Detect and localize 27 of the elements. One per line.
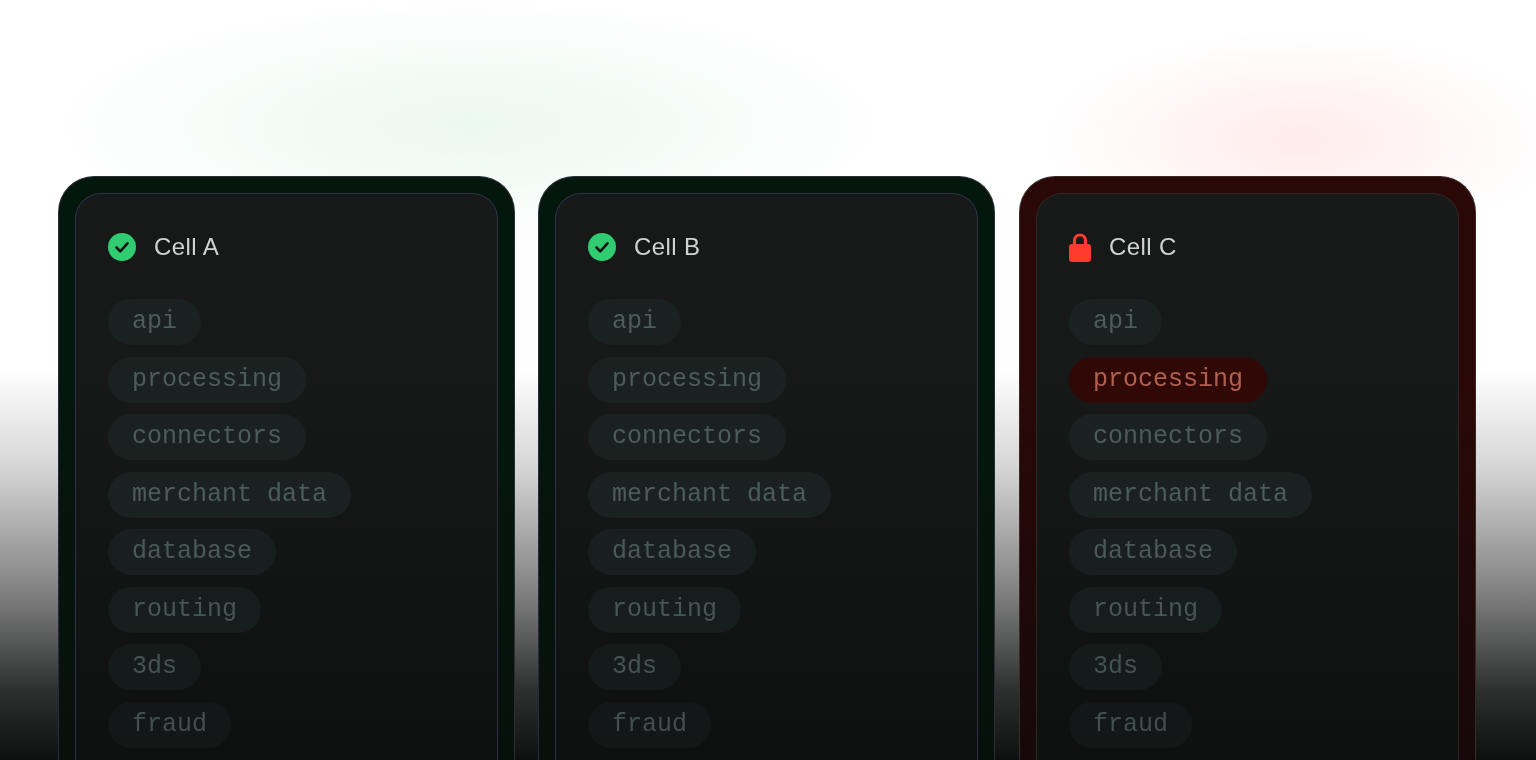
card-title: Cell B: [634, 232, 701, 261]
tag-chip: processing: [588, 356, 787, 403]
tag-chip: fraud: [108, 701, 231, 748]
tag-chip: routing: [1069, 586, 1223, 633]
tag-chip: merchant data: [108, 471, 352, 518]
tag-chip: fraud: [1069, 701, 1192, 748]
tag-chip: routing: [588, 586, 742, 633]
tag-chip: database: [1069, 529, 1238, 575]
tag-chip: connectors: [1069, 414, 1268, 460]
tag-chip: connectors: [588, 414, 787, 460]
tag-chip: routing: [108, 586, 262, 633]
tag-chip: api: [588, 299, 681, 345]
tag-chip: api: [108, 299, 201, 345]
tag-chip: processing: [108, 356, 307, 403]
tag-chip: database: [588, 529, 757, 575]
tag-chip: 3ds: [1069, 644, 1162, 690]
tag-chip: merchant data: [1069, 471, 1313, 518]
card-title: Cell C: [1109, 232, 1177, 261]
tag-chip: 3ds: [588, 644, 681, 690]
tag-chip: api: [1069, 299, 1162, 345]
tag-chip: processing: [1069, 356, 1268, 403]
tag-chip: database: [108, 529, 277, 575]
tag-chip: fraud: [588, 701, 711, 748]
tag-chip: merchant data: [588, 471, 832, 518]
card-title: Cell A: [154, 232, 220, 261]
tag-chip: 3ds: [108, 644, 201, 690]
tag-chip: connectors: [108, 414, 307, 460]
